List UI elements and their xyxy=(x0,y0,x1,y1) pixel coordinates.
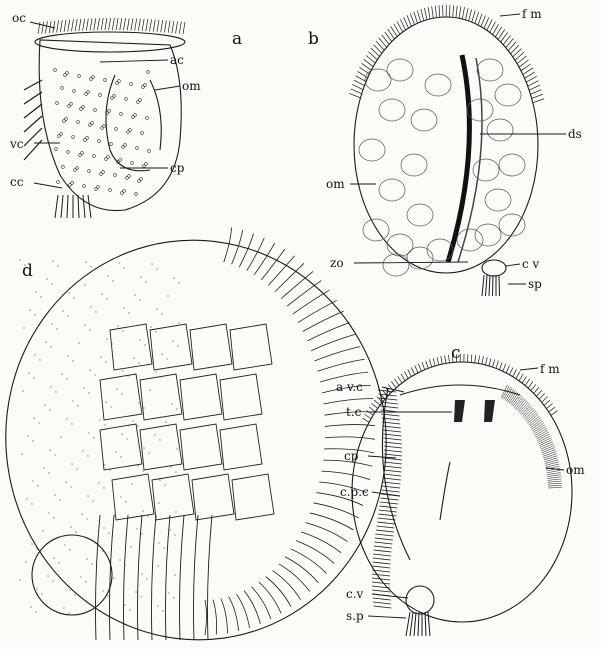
label-a-cc: cc xyxy=(10,175,24,189)
label-c-avc: a v.c xyxy=(336,380,363,394)
panel-d-cirri-blocks xyxy=(100,324,274,520)
label-c-tc: t.c xyxy=(346,405,362,419)
panel-d-ventral-strands xyxy=(96,515,213,640)
panel-b-food-vacuoles xyxy=(359,59,525,276)
label-c-om: om xyxy=(566,463,585,477)
panel-a-caudal-cilia xyxy=(55,195,91,218)
label-a-vc: vc xyxy=(9,137,24,151)
panel-d: d xyxy=(0,216,412,649)
label-b-fm: f m xyxy=(522,7,542,21)
label-b-ds: ds xyxy=(568,127,582,141)
panel-b-cell-body xyxy=(354,17,538,276)
label-a-om: om xyxy=(182,79,201,93)
panel-a-granules xyxy=(54,69,151,196)
label-c-cp: cp xyxy=(344,449,359,463)
label-b-cv: c v xyxy=(522,257,540,271)
panel-a-letter: a xyxy=(232,29,242,49)
panel-a: a oc ac om vc cp cc xyxy=(9,11,242,218)
label-a-cp: cp xyxy=(170,161,185,175)
panel-d-cell-body xyxy=(0,216,412,649)
panel-c-letter: c xyxy=(451,343,461,363)
label-b-zo: zo xyxy=(330,256,344,270)
panel-b-spines xyxy=(482,275,500,296)
panel-d-letter: d xyxy=(22,261,33,281)
panel-c: c f m a v.c t.c cp om c.p.c c.v s.p xyxy=(336,343,585,636)
label-a-ac: ac xyxy=(170,53,184,67)
label-b-om: om xyxy=(326,177,345,191)
panel-b-letter: b xyxy=(308,29,319,49)
label-c-sp: s.p xyxy=(346,609,364,623)
panel-c-right-cilia xyxy=(501,385,562,488)
label-c-cv: c.v xyxy=(346,587,364,601)
panel-d-granules xyxy=(19,259,179,613)
panel-b-frontal-membranelles xyxy=(349,5,544,103)
panel-a-cell-body xyxy=(35,32,185,211)
label-c-cpc: c.p.c xyxy=(340,485,369,499)
panel-d-adoral-membranelles xyxy=(205,228,375,635)
label-a-oc: oc xyxy=(12,11,26,25)
panel-b: b f m ds om zo c v sp xyxy=(308,5,582,296)
label-c-fm: f m xyxy=(540,362,560,376)
panel-c-transverse-cirri xyxy=(454,400,495,422)
label-b-sp: sp xyxy=(528,277,542,291)
panel-c-left-cilia xyxy=(372,390,402,608)
